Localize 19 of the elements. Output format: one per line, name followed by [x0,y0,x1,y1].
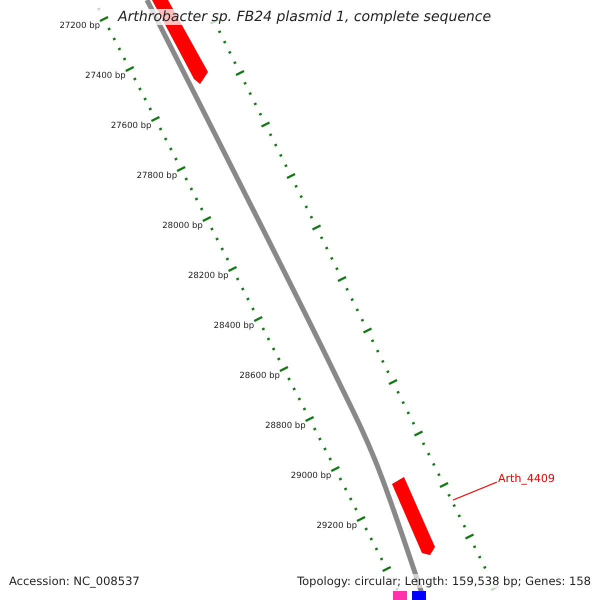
topology-text: Topology: circular; Length: 159,538 bp; Genes: 158 [297,574,591,588]
tick-label: 28400 bp [214,321,254,331]
tick-label: 27800 bp [136,171,178,181]
tick-label: 29000 bp [290,471,332,481]
tick-label: 27600 bp [110,121,152,131]
tick-label: 28000 bp [162,221,203,231]
gene-feature [393,591,407,600]
gene-label: Arth_4409 [498,472,555,485]
tick-label: 29200 bp [316,521,357,531]
gene-feature [392,477,435,555]
tick-label: 28200 bp [188,271,228,281]
tick-label: 28600 bp [239,371,280,381]
title: Arthrobacter sp. FB24 plasmid 1, complete sequence [118,9,492,25]
tick-label: 27400 bp [85,71,126,81]
leader-line [452,482,498,500]
gene-feature [412,591,426,600]
tick-label: 28800 bp [265,421,306,431]
accession-text: Accession: NC_008537 [9,574,140,588]
tick-label: 27200 bp [59,21,100,31]
